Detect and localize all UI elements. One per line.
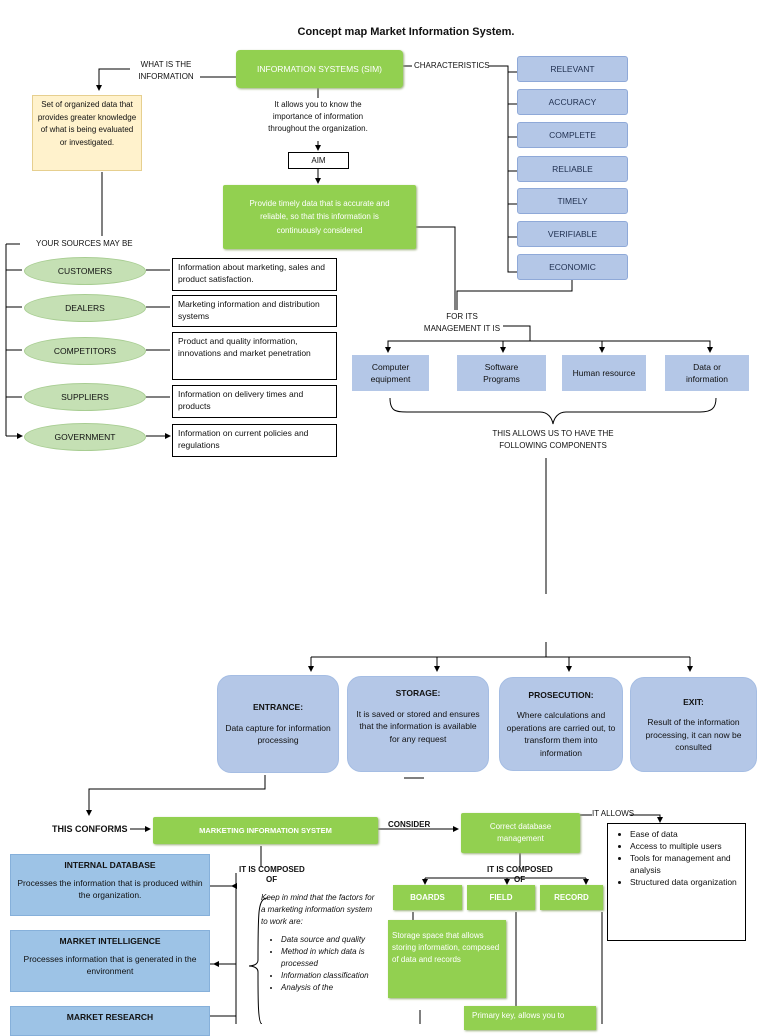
component-exit: EXIT: Result of the information processi…: [630, 677, 757, 772]
characteristics-label: CHARACTERISTICS: [414, 61, 490, 70]
mis-composed-tail: OF: [266, 876, 278, 882]
mis-node: MARKETING INFORMATION SYSTEM: [153, 817, 378, 844]
benefit-item: Access to multiple users: [630, 840, 739, 852]
source-competitors-desc: Product and quality information, innovat…: [172, 332, 337, 380]
component-entrance-desc: Data capture for information processing: [225, 722, 331, 746]
information-definition: Set of organized data that provides grea…: [32, 95, 142, 171]
factors-list: Keep in mind that the factors for a mark…: [261, 892, 379, 994]
source-government: GOVERNMENT: [24, 423, 146, 451]
market-research: MARKET RESEARCH: [10, 1006, 210, 1036]
market-intelligence-desc: Processes information that is generated …: [23, 954, 197, 976]
component-storage-desc: It is saved or stored and ensures that t…: [356, 708, 480, 744]
component-entrance-title: ENTRANCE:: [252, 702, 304, 713]
benefit-item: Tools for management and analysis: [630, 852, 739, 876]
db-part-boards: BOARDS: [393, 885, 462, 910]
benefit-item: Structured data organization: [630, 876, 739, 888]
source-government-desc: Information on current policies and regu…: [172, 424, 337, 457]
component-storage: STORAGE: It is saved or stored and ensur…: [347, 676, 489, 772]
source-customers: CUSTOMERS: [24, 257, 146, 285]
source-suppliers: SUPPLIERS: [24, 383, 146, 411]
market-intelligence-title: MARKET INTELLIGENCE: [59, 936, 161, 946]
characteristic-timely: TIMELY: [517, 188, 628, 214]
database-benefits: Ease of data Access to multiple users To…: [607, 823, 746, 941]
resource-computer-equipment: Computer equipment: [352, 355, 429, 391]
source-customers-desc: Information about marketing, sales and p…: [172, 258, 337, 291]
characteristic-complete: COMPLETE: [517, 122, 628, 148]
market-research-title: MARKET RESEARCH: [66, 1012, 154, 1022]
internal-database-title: INTERNAL DATABASE: [64, 860, 156, 870]
characteristic-verifiable: VERIFIABLE: [517, 221, 628, 247]
source-dealers: DEALERS: [24, 294, 146, 322]
management-label-line2: MANAGEMENT IT IS: [423, 324, 501, 333]
boards-description: Storage space that allows storing inform…: [388, 920, 506, 998]
conforms-label: THIS CONFORMS: [52, 824, 128, 834]
page-title: Concept map Market Information System.: [297, 26, 515, 38]
mis-composed-label: IT IS COMPOSED OF: [239, 865, 305, 874]
component-exit-desc: Result of the information processing, it…: [645, 717, 742, 752]
characteristic-accuracy: ACCURACY: [517, 89, 628, 115]
component-prosecution: PROSECUTION: Where calculations and oper…: [499, 677, 623, 771]
db-composed-tail: OF: [514, 876, 526, 882]
market-intelligence: MARKET INTELLIGENCE Processes informatio…: [10, 930, 210, 992]
what-is-label-line2: INFORMATION: [138, 72, 194, 81]
internal-database: INTERNAL DATABASE Processes the informat…: [10, 854, 210, 916]
source-dealers-desc: Marketing information and distribution s…: [172, 295, 337, 327]
what-is-label-line1: WHAT IS THE: [140, 60, 192, 69]
sources-label: YOUR SOURCES MAY BE: [36, 239, 133, 248]
component-prosecution-desc: Where calculations and operations are ca…: [506, 710, 616, 758]
resource-human-resource: Human resource: [562, 355, 646, 391]
component-entrance: ENTRANCE: Data capture for information p…: [217, 675, 339, 773]
component-exit-title: EXIT:: [683, 696, 704, 707]
management-label-line1: FOR ITS: [446, 312, 478, 321]
resource-software-programs: Software Programs: [457, 355, 546, 391]
internal-database-desc: Processes the information that is produc…: [17, 878, 203, 900]
what-is-label: WHAT IS THE INFORMATION: [126, 59, 206, 83]
field-description: Primary key, allows you to: [464, 1006, 596, 1030]
component-storage-title: STORAGE:: [395, 688, 441, 698]
factor-item: Method in which data is processed: [281, 946, 379, 970]
resource-data-or-information: Data or information: [665, 355, 749, 391]
management-label: FOR ITS MANAGEMENT IT IS: [410, 311, 514, 335]
characteristic-relevant: RELEVANT: [517, 56, 628, 82]
it-allows-label: IT ALLOWS: [592, 809, 635, 818]
aim-box: AIM: [288, 152, 349, 169]
sim-allows-text: It allows you to know the importance of …: [268, 100, 368, 133]
characteristic-economic: ECONOMIC: [517, 254, 628, 280]
components-intro: THIS ALLOWS US TO HAVE THE FOLLOWING COM…: [492, 429, 614, 450]
sim-node: INFORMATION SYSTEMS (SIM): [236, 50, 403, 88]
db-composed-label: IT IS COMPOSED OF: [487, 865, 553, 874]
db-part-field: FIELD: [467, 885, 535, 910]
factors-intro: Keep in mind that the factors for a mark…: [261, 893, 375, 926]
benefit-item: Ease of data: [630, 828, 739, 840]
component-prosecution-title: PROSECUTION:: [528, 689, 594, 700]
factor-item: Information classification: [281, 970, 379, 982]
aim-description: Provide timely data that is accurate and…: [223, 185, 416, 249]
source-competitors: COMPETITORS: [24, 337, 146, 365]
db-part-record: RECORD: [540, 885, 603, 910]
consider-label: CONSIDER: [388, 820, 431, 829]
source-suppliers-desc: Information on delivery times and produc…: [172, 385, 337, 418]
characteristic-reliable: RELIABLE: [517, 156, 628, 182]
factor-item: Analysis of the: [281, 982, 379, 994]
database-management-node: Correct database management: [461, 813, 580, 853]
factor-item: Data source and quality: [281, 934, 379, 946]
